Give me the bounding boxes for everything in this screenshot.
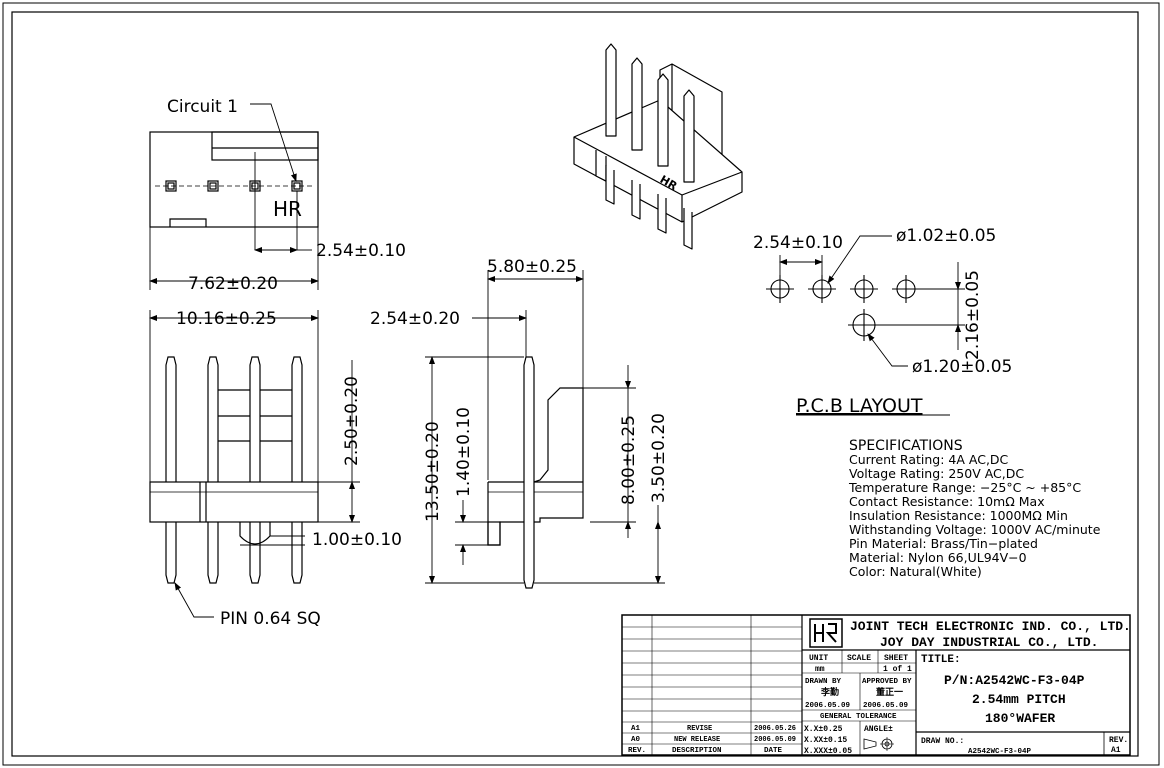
pin-label: PIN 0.64 SQ bbox=[220, 609, 321, 629]
rev-label: REV. bbox=[1109, 736, 1128, 745]
dim-pcb-hole-small: ø1.02±0.05 bbox=[896, 226, 996, 246]
revision-rev: A1 bbox=[631, 725, 641, 733]
rev-value: A1 bbox=[1111, 746, 1121, 755]
specifications: SPECIFICATIONS Current Rating: 4A AC,DC … bbox=[848, 438, 1101, 579]
tolerance-2: X.XX±0.15 bbox=[804, 736, 847, 745]
frame-inner bbox=[11, 11, 1139, 757]
title-block-text: JOINT TECH ELECTRONIC IND. CO., LTD. JOY… bbox=[628, 619, 1131, 756]
spec-line: Voltage Rating: 250V AC,DC bbox=[849, 466, 1024, 481]
spec-line: Material: Nylon 66,UL94V−0 bbox=[849, 550, 1027, 565]
draw-no: A2542WC-F3-04P bbox=[968, 748, 1032, 756]
pcb-layout-title: P.C.B LAYOUT bbox=[796, 395, 923, 417]
dim-top-span: 7.62±0.20 bbox=[188, 274, 278, 294]
dim-side-total: 13.50±0.20 bbox=[423, 421, 443, 522]
pitch-title: 2.54mm PITCH bbox=[972, 692, 1066, 707]
top-view bbox=[149, 103, 319, 290]
revision-date: 2006.05.09 bbox=[754, 736, 796, 744]
general-tolerance: GENERAL TOLERANCE bbox=[820, 713, 897, 721]
revision-desc: REVISE bbox=[687, 725, 712, 733]
dim-top-pitch: 2.54±0.10 bbox=[316, 241, 406, 261]
revision-header-desc: DESCRIPTION bbox=[672, 747, 722, 755]
drawn-by-date: 2006.05.09 bbox=[805, 702, 851, 710]
unit-value: mm bbox=[815, 665, 825, 674]
scale-label: SCALE bbox=[847, 654, 871, 663]
dim-side-low: 1.40±0.10 bbox=[454, 407, 474, 497]
revision-header-rev: REV. bbox=[628, 747, 646, 755]
spec-line: Temperature Range: −25°C ~ +85°C bbox=[848, 480, 1081, 495]
spec-title: SPECIFICATIONS bbox=[849, 438, 963, 454]
pcb-layout bbox=[766, 235, 965, 367]
dim-side-offset: 2.54±0.20 bbox=[370, 309, 460, 329]
revision-rev: A0 bbox=[631, 736, 641, 744]
drawn-by-name: 李勤 bbox=[820, 686, 839, 698]
tolerance-3: X.XXX±0.05 bbox=[804, 747, 852, 756]
approved-by-name: 董正一 bbox=[876, 686, 903, 698]
draw-no-label: DRAW NO.: bbox=[921, 737, 964, 746]
sheet-value: 1 of 1 bbox=[883, 665, 912, 674]
sheet-label: SHEET bbox=[884, 654, 908, 663]
dim-side-upper: 8.00±0.25 bbox=[619, 415, 639, 505]
circuit-label: Circuit 1 bbox=[167, 97, 238, 117]
spec-line: Pin Material: Brass/Tin−plated bbox=[849, 536, 1038, 551]
revision-desc: NEW RELEASE bbox=[674, 736, 720, 744]
projection-symbol bbox=[863, 738, 877, 750]
company-name-1: JOINT TECH ELECTRONIC IND. CO., LTD. bbox=[850, 619, 1131, 634]
dim-pcb-hole-large: ø1.20±0.05 bbox=[912, 357, 1012, 377]
approved-by-label: APPROVED BY bbox=[862, 678, 912, 686]
company-logo bbox=[809, 618, 843, 648]
dim-front-width: 10.16±0.25 bbox=[176, 309, 277, 329]
front-view bbox=[149, 310, 360, 618]
title-block bbox=[621, 614, 1131, 756]
isometric-view bbox=[573, 43, 743, 250]
hr-mark: HR bbox=[273, 197, 302, 221]
dim-front-upper: 2.50±0.20 bbox=[342, 376, 362, 466]
wafer-title: 180°WAFER bbox=[985, 711, 1055, 726]
spec-line: Color: Natural(White) bbox=[849, 564, 982, 579]
spec-line: Withstanding Voltage: 1000V AC/minute bbox=[849, 522, 1101, 537]
side-view bbox=[425, 270, 665, 589]
spec-line: Current Rating: 4A AC,DC bbox=[849, 452, 1009, 467]
part-number: P/N:A2542WC-F3-04P bbox=[944, 673, 1085, 688]
title-label: TITLE: bbox=[921, 654, 961, 666]
dim-pcb-row: 2.16±0.05 bbox=[963, 270, 983, 360]
spec-line: Contact Resistance: 10mΩ Max bbox=[849, 494, 1045, 509]
dim-side-depth: 5.80±0.25 bbox=[487, 257, 577, 277]
angle-label: ANGLE± bbox=[864, 725, 893, 734]
revision-date: 2006.05.26 bbox=[754, 725, 796, 733]
drawn-by-label: DRAWN BY bbox=[805, 678, 842, 686]
dim-side-lower: 3.50±0.20 bbox=[649, 413, 669, 503]
dim-front-lower: 1.00±0.10 bbox=[312, 530, 402, 550]
unit-label: UNIT bbox=[809, 654, 828, 663]
approved-by-date: 2006.05.09 bbox=[863, 702, 909, 710]
revision-header-date: DATE bbox=[764, 747, 783, 755]
tolerance-1: X.X±0.25 bbox=[804, 725, 843, 734]
spec-line: Insulation Resistance: 1000MΩ Min bbox=[849, 508, 1068, 523]
company-name-2: JOY DAY INDUSTRIAL CO., LTD. bbox=[880, 635, 1098, 650]
dim-pcb-pitch: 2.54±0.10 bbox=[753, 233, 843, 253]
